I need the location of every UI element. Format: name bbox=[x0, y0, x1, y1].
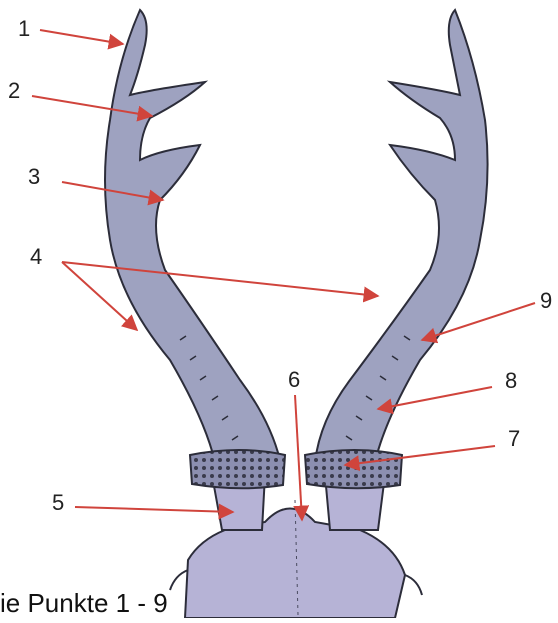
label-4: 4 bbox=[30, 246, 42, 268]
label-3: 3 bbox=[28, 166, 40, 188]
right-burr bbox=[305, 450, 402, 488]
label-6: 6 bbox=[288, 369, 300, 391]
caption: ie Punkte 1 - 9 bbox=[0, 588, 168, 619]
label-7: 7 bbox=[508, 428, 520, 450]
label-5: 5 bbox=[52, 492, 64, 514]
left-burr bbox=[190, 450, 285, 488]
label-1: 1 bbox=[18, 18, 30, 40]
right-antler-beam bbox=[315, 10, 488, 462]
label-8: 8 bbox=[505, 370, 517, 392]
label-9: 9 bbox=[540, 290, 552, 312]
left-antler-beam bbox=[105, 10, 280, 462]
label-2: 2 bbox=[8, 80, 20, 102]
